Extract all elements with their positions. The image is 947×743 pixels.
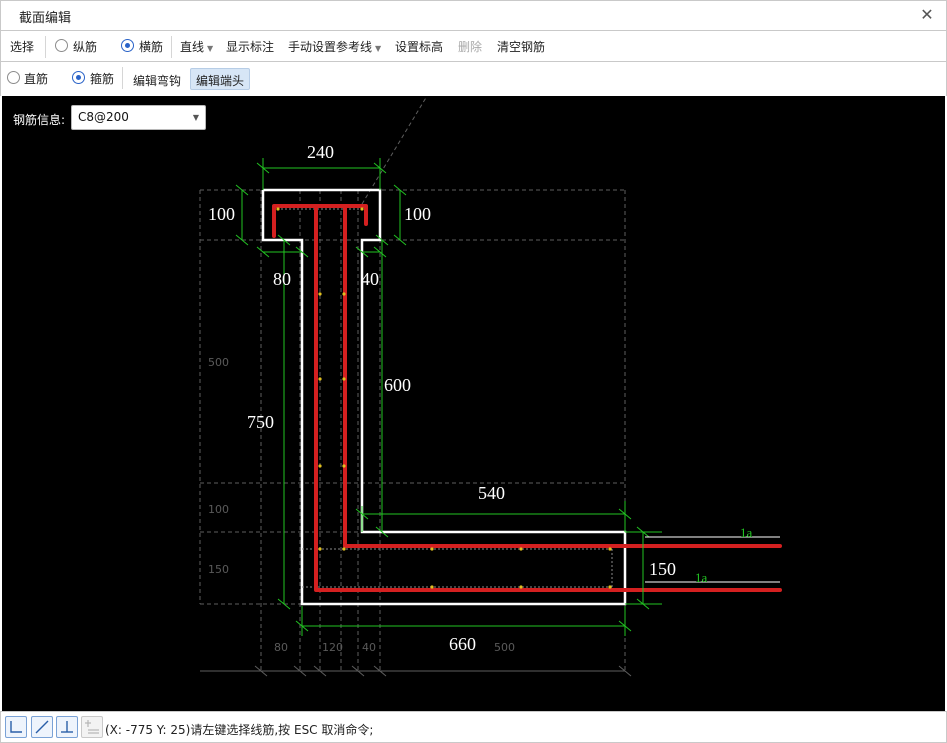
perpendicular-mode-glyph (61, 721, 73, 733)
toolbar-divider (122, 67, 123, 89)
window-title: 截面编辑 (19, 11, 72, 26)
ref-label-80-bottom: 80 (274, 641, 288, 654)
reference-lines (199, 96, 626, 671)
longitudinal-label[interactable]: 纵筋 (73, 40, 98, 54)
anchor-label-top: 1a (740, 525, 753, 540)
secondary-toolbar: 直筋 箍筋 编辑弯钩 编辑端头 (0, 62, 947, 96)
oblique-mode-glyph (35, 720, 49, 734)
toolbar-divider (45, 36, 46, 58)
dim-540: 540 (478, 483, 505, 503)
line-label: 直线 (180, 40, 205, 54)
set-elevation-button[interactable]: 设置标高 (395, 40, 444, 54)
oblique-mode-icon[interactable] (31, 716, 53, 738)
transverse-label[interactable]: 横筋 (139, 40, 164, 54)
dimension-labels: 240 100 100 80 40 600 750 540 150 660 (208, 142, 676, 654)
rebar-points (276, 207, 612, 589)
reference-labels: 500 100 150 80 120 40 500 (208, 356, 515, 654)
anchor-label-bottom: 1a (695, 570, 708, 585)
anchor-length-lines (645, 536, 780, 583)
orthogonal-mode-glyph (10, 721, 22, 733)
straight-bar-radio[interactable] (7, 71, 20, 84)
ref-label-500-bottom: 500 (494, 641, 515, 654)
orthogonal-mode-icon[interactable] (5, 716, 27, 738)
offset-mode-glyph (85, 720, 99, 734)
stirrup-label[interactable]: 箍筋 (90, 72, 115, 86)
cover-lines (277, 208, 613, 588)
perpendicular-mode-icon[interactable] (56, 716, 78, 738)
dim-40: 40 (361, 269, 379, 289)
dim-100-right: 100 (404, 204, 431, 224)
delete-button[interactable]: 删除 (458, 40, 483, 54)
dim-100-left: 100 (208, 204, 235, 224)
ref-label-150-left: 150 (208, 563, 229, 576)
dim-750: 750 (247, 412, 274, 432)
reference-dimension-ticks (200, 665, 632, 677)
dim-150: 150 (649, 559, 676, 579)
ref-label-500-left: 500 (208, 356, 229, 369)
status-bar: (X: -775 Y: 25)请左键选择线筋,按 ESC 取消命令; (0, 711, 947, 743)
ref-label-40-bottom: 40 (362, 641, 376, 654)
ref-label-120-bottom: 120 (322, 641, 343, 654)
line-dropdown[interactable]: 直线▼ (180, 38, 213, 55)
clear-rebar-button[interactable]: 清空钢筋 (497, 40, 546, 54)
chevron-down-icon: ▼ (207, 44, 214, 53)
status-prompt: (X: -775 Y: 25)请左键选择线筋,按 ESC 取消命令; (105, 723, 374, 737)
dim-240: 240 (307, 142, 334, 162)
toolbar-divider (171, 36, 172, 58)
anchor-labels: 1a 1a (695, 525, 753, 585)
dimension-lines (235, 158, 662, 636)
rebar-info-value: C8@200 (78, 110, 129, 124)
rebar-info-label: 钢筋信息: (13, 113, 66, 127)
close-icon[interactable]: ✕ (920, 5, 934, 24)
stirrup-radio[interactable] (72, 71, 85, 84)
edit-end-button[interactable]: 编辑端头 (190, 68, 251, 90)
transverse-radio[interactable] (121, 39, 134, 52)
offset-mode-icon[interactable] (81, 716, 103, 738)
select-button[interactable]: 选择 (10, 40, 35, 54)
rebar-info-select[interactable]: C8@200 ▼ (71, 105, 206, 130)
longitudinal-radio[interactable] (55, 39, 68, 52)
main-toolbar: 选择 纵筋 横筋 直线▼ 显示标注 手动设置参考线▼ 设置标高 删除 清空钢筋 (0, 30, 947, 62)
manual-ref-line-label: 手动设置参考线 (288, 40, 373, 54)
stirrup-rebar (272, 204, 782, 592)
show-dims-button[interactable]: 显示标注 (226, 40, 275, 54)
dim-600: 600 (384, 375, 411, 395)
manual-ref-line-dropdown[interactable]: 手动设置参考线▼ (288, 38, 381, 55)
chevron-down-icon: ▼ (375, 44, 382, 53)
edit-hook-button[interactable]: 编辑弯钩 (133, 74, 182, 88)
dim-660: 660 (449, 634, 476, 654)
ref-label-100-left: 100 (208, 503, 229, 516)
dim-80: 80 (273, 269, 291, 289)
section-drawing: 240 100 100 80 40 600 750 540 150 660 1a… (199, 96, 782, 677)
chevron-down-icon: ▼ (192, 113, 199, 122)
drawing-canvas[interactable]: 240 100 100 80 40 600 750 540 150 660 1a… (2, 96, 945, 711)
straight-bar-label[interactable]: 直筋 (24, 72, 49, 86)
title-bar: 截面编辑 ✕ (0, 0, 947, 30)
